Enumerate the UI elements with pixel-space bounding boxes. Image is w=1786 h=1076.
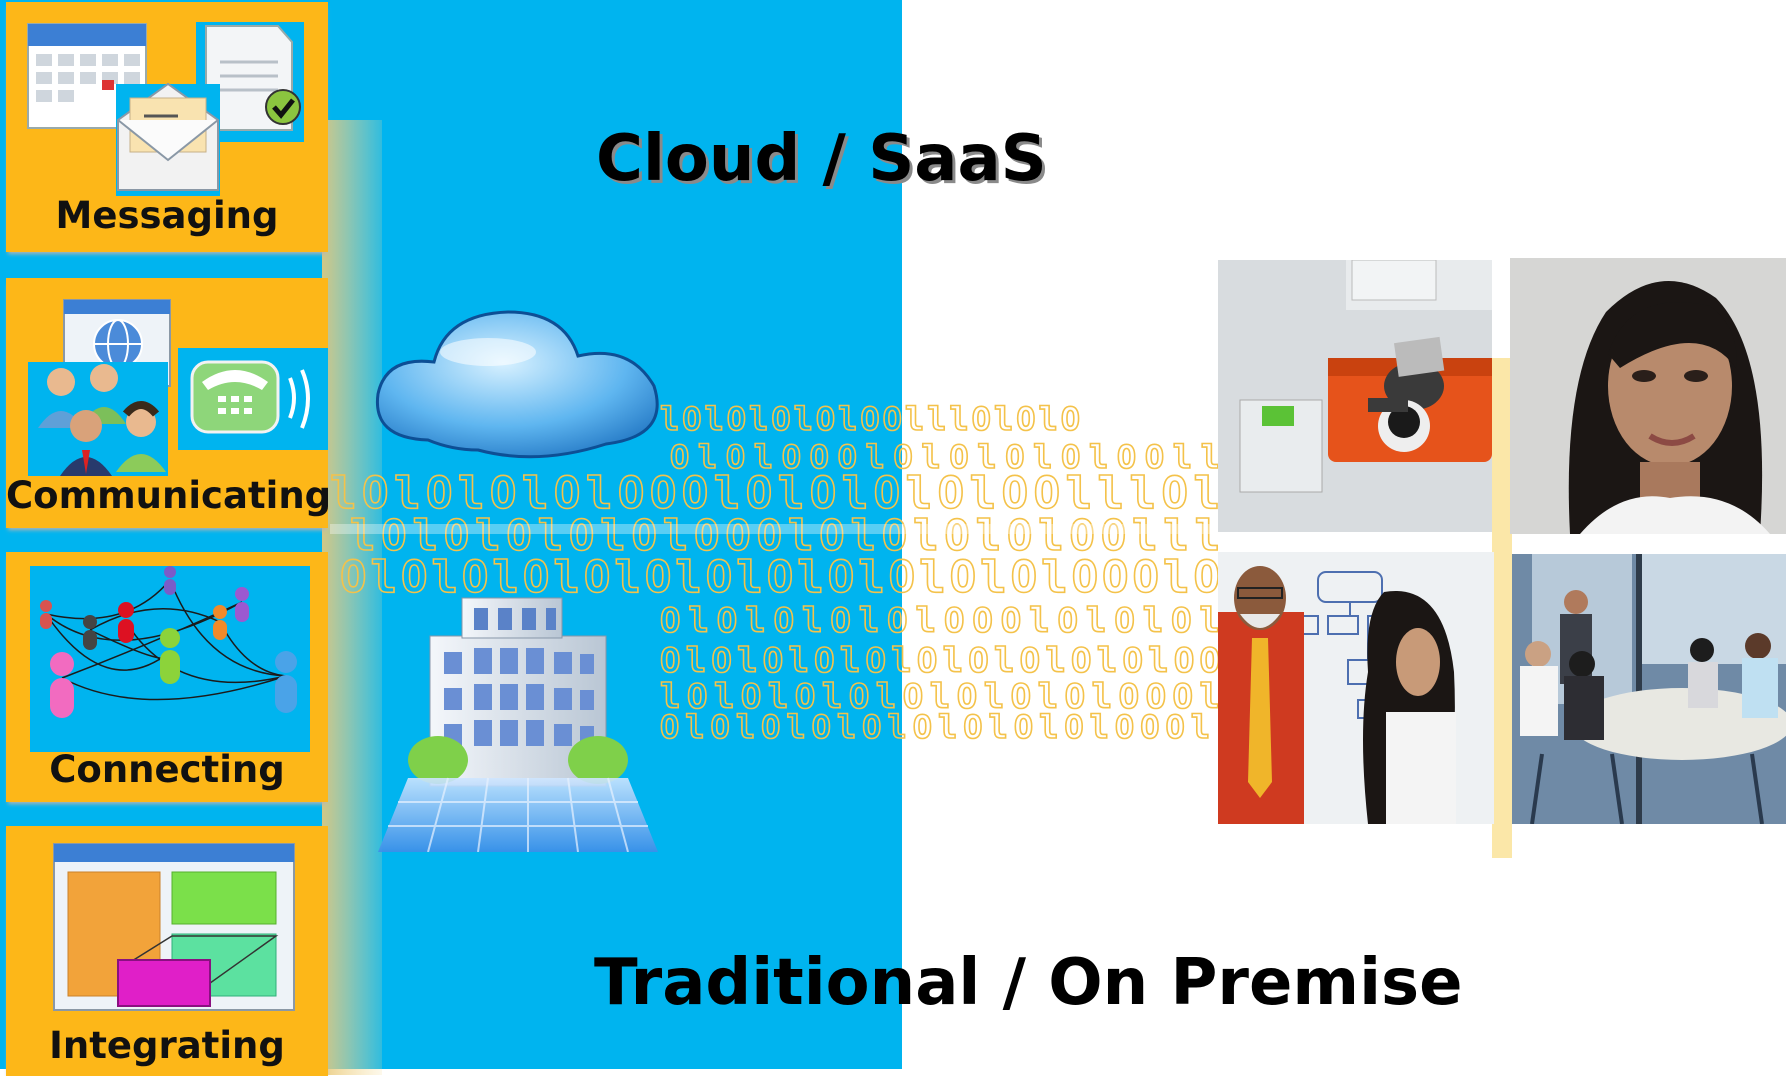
phone-icon (178, 348, 328, 450)
binary-data-stream: lOlOlOlOlOOlllOlOlO OlOlOOOlOlOlOlOlOOll… (330, 400, 1220, 740)
tile-communicating[interactable]: Communicating (6, 278, 332, 528)
network-people-icon (30, 566, 310, 752)
photo-woman-portrait (1510, 258, 1786, 534)
network-node (40, 566, 297, 718)
photo-team-meeting (1512, 554, 1786, 824)
communicating-icon-group (28, 299, 328, 476)
svg-text:lOlOlOlOlOOlllOlOlO: lOlOlOlOlOOlllOlOlO (660, 400, 1080, 438)
svg-text:lOlOlOlOlOlOlOlOlOOOl: lOlOlOlOlOlOlOlOlOOOl (660, 677, 1220, 717)
tile-connecting[interactable]: Connecting (6, 552, 328, 802)
messaging-icon-group (27, 22, 304, 196)
people-group-icon (28, 362, 168, 476)
tile-label: Communicating (6, 474, 332, 517)
svg-text:OlOlOlOlOlOlOlOlOlOlOO: OlOlOlOlOlOlOlOlOlOlOO (660, 641, 1220, 681)
dashboard-window-icon (53, 843, 295, 1011)
tile-label: Messaging (55, 194, 279, 237)
tile-messaging[interactable]: Messaging (6, 2, 328, 252)
envelope-icon (116, 82, 220, 196)
cloud-icon (375, 310, 659, 459)
cloud-saas-heading: Cloud / SaaS (596, 122, 1047, 196)
left-binary-stream (322, 120, 382, 1075)
office-building-icon (378, 597, 658, 852)
tile-label: Integrating (49, 1024, 285, 1067)
photo-presentation-whiteboard (1218, 552, 1494, 824)
photo-person-laptop (1218, 260, 1492, 532)
svg-text:OlOlOlOlOlOOOlOlOlOl: OlOlOlOlOlOOOlOlOlOl (660, 601, 1220, 641)
tile-integrating[interactable]: Integrating (6, 826, 328, 1076)
tile-label: Connecting (49, 748, 285, 791)
on-premise-heading: Traditional / On Premise (594, 946, 1463, 1020)
svg-text:OlOlOlOlOlOlOlOlOlOlOlOlOOOlO: OlOlOlOlOlOlOlOlOlOlOlOlOOOlO (340, 552, 1220, 603)
